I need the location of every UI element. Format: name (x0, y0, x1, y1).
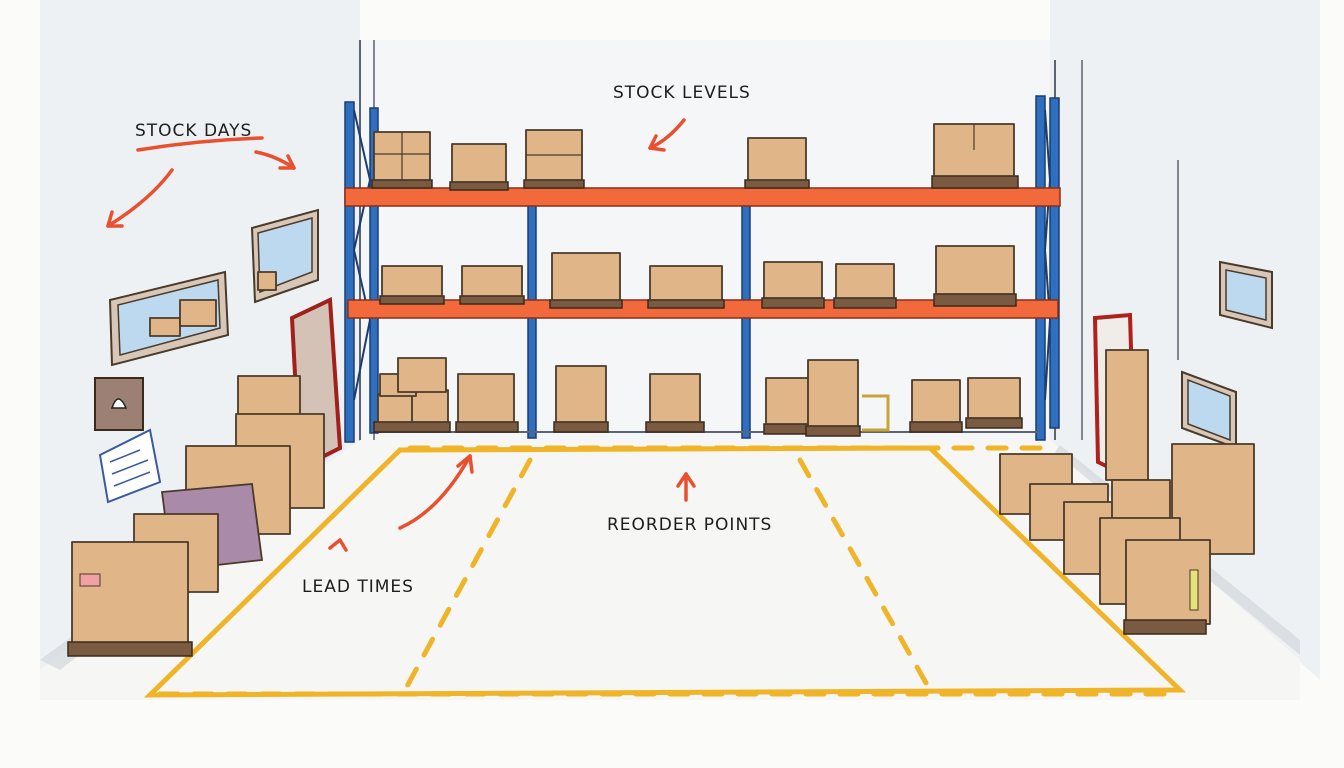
right-floor-boxes (999, 349, 1255, 635)
stock-days-arrow-right (254, 150, 296, 170)
tape-strip (1189, 569, 1199, 611)
floor-lane-left (402, 457, 533, 693)
stock-days-underline (136, 136, 264, 152)
annotation-arrows (106, 118, 696, 552)
shipping-label (79, 573, 101, 587)
label-reorder-points: REORDER POINTS (607, 515, 772, 535)
left-wall-window-2 (250, 208, 319, 304)
floor-lane-right (797, 457, 933, 693)
top-shelf-boxes (371, 123, 1019, 191)
left-wall-window-1 (108, 270, 230, 367)
middle-shelf-boxes (379, 245, 1017, 309)
wall-notice-icon (98, 428, 162, 504)
lead-times-arrow (398, 454, 472, 530)
label-stock-days: STOCK DAYS (135, 121, 252, 141)
pallet-rack (344, 95, 1061, 443)
label-stock-levels: STOCK LEVELS (613, 83, 751, 103)
stock-days-arrow-left (106, 168, 174, 228)
floor-rack-boxes (373, 357, 1023, 437)
left-floor-boxes (67, 375, 325, 657)
wall-sign-icon (94, 377, 144, 431)
lead-times-tick (328, 538, 348, 552)
label-lead-times: LEAD TIMES (302, 577, 414, 597)
hand-truck-icon (862, 394, 890, 432)
right-wall-window-1 (1219, 260, 1273, 330)
stock-levels-arrow (648, 118, 686, 150)
